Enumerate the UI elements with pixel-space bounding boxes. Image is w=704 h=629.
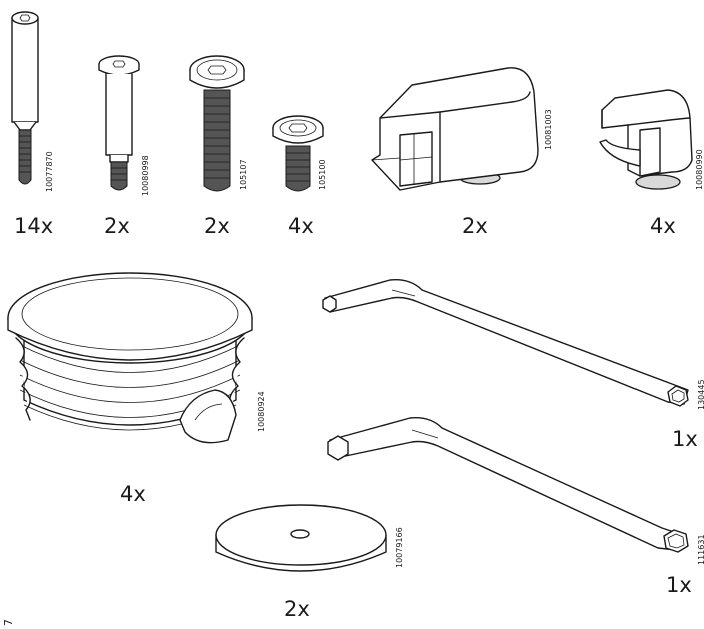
qty-hex-bolt-long: 2x bbox=[204, 214, 230, 238]
code-allen-key-large: 130445 bbox=[697, 379, 704, 410]
qty-profile-connector: 2x bbox=[462, 214, 488, 238]
code-sleeve-bolt: 10080998 bbox=[141, 155, 150, 196]
page-number: 7 bbox=[2, 619, 15, 626]
part-sleeve-bolt: 10080998 2x bbox=[98, 55, 150, 238]
part-hex-bolt-long: 105107 2x bbox=[189, 55, 248, 238]
qty-long-bolt: 14x bbox=[14, 214, 53, 238]
code-hex-bolt-long: 105107 bbox=[239, 159, 248, 190]
code-end-clip: 10080990 bbox=[695, 149, 704, 190]
qty-hex-bolt-short: 4x bbox=[288, 214, 314, 238]
qty-tube-end-cap: 4x bbox=[120, 482, 146, 506]
code-long-bolt: 10077870 bbox=[45, 151, 54, 192]
part-washer-disc: 10079166 2x bbox=[215, 504, 404, 621]
qty-washer-disc: 2x bbox=[284, 597, 310, 621]
part-tube-end-cap: 10080924 4x bbox=[7, 272, 266, 506]
qty-end-clip: 4x bbox=[650, 214, 676, 238]
part-end-clip: 10080990 4x bbox=[599, 89, 704, 238]
part-profile-connector: 10081003 2x bbox=[371, 67, 553, 238]
code-allen-key-small: 111631 bbox=[697, 534, 704, 565]
part-allen-key-large: 130445 1x bbox=[322, 279, 704, 451]
part-allen-key-small: 111631 1x bbox=[327, 417, 704, 597]
qty-allen-key-small: 1x bbox=[666, 573, 692, 597]
code-profile-connector: 10081003 bbox=[544, 109, 553, 150]
code-washer-disc: 10079166 bbox=[395, 527, 404, 568]
code-hex-bolt-short: 105100 bbox=[318, 159, 327, 190]
part-hex-bolt-short: 105100 4x bbox=[272, 115, 327, 238]
part-long-bolt: 10077870 14x bbox=[11, 11, 54, 238]
code-tube-end-cap: 10080924 bbox=[257, 391, 266, 432]
qty-allen-key-large: 1x bbox=[672, 427, 698, 451]
qty-sleeve-bolt: 2x bbox=[104, 214, 130, 238]
